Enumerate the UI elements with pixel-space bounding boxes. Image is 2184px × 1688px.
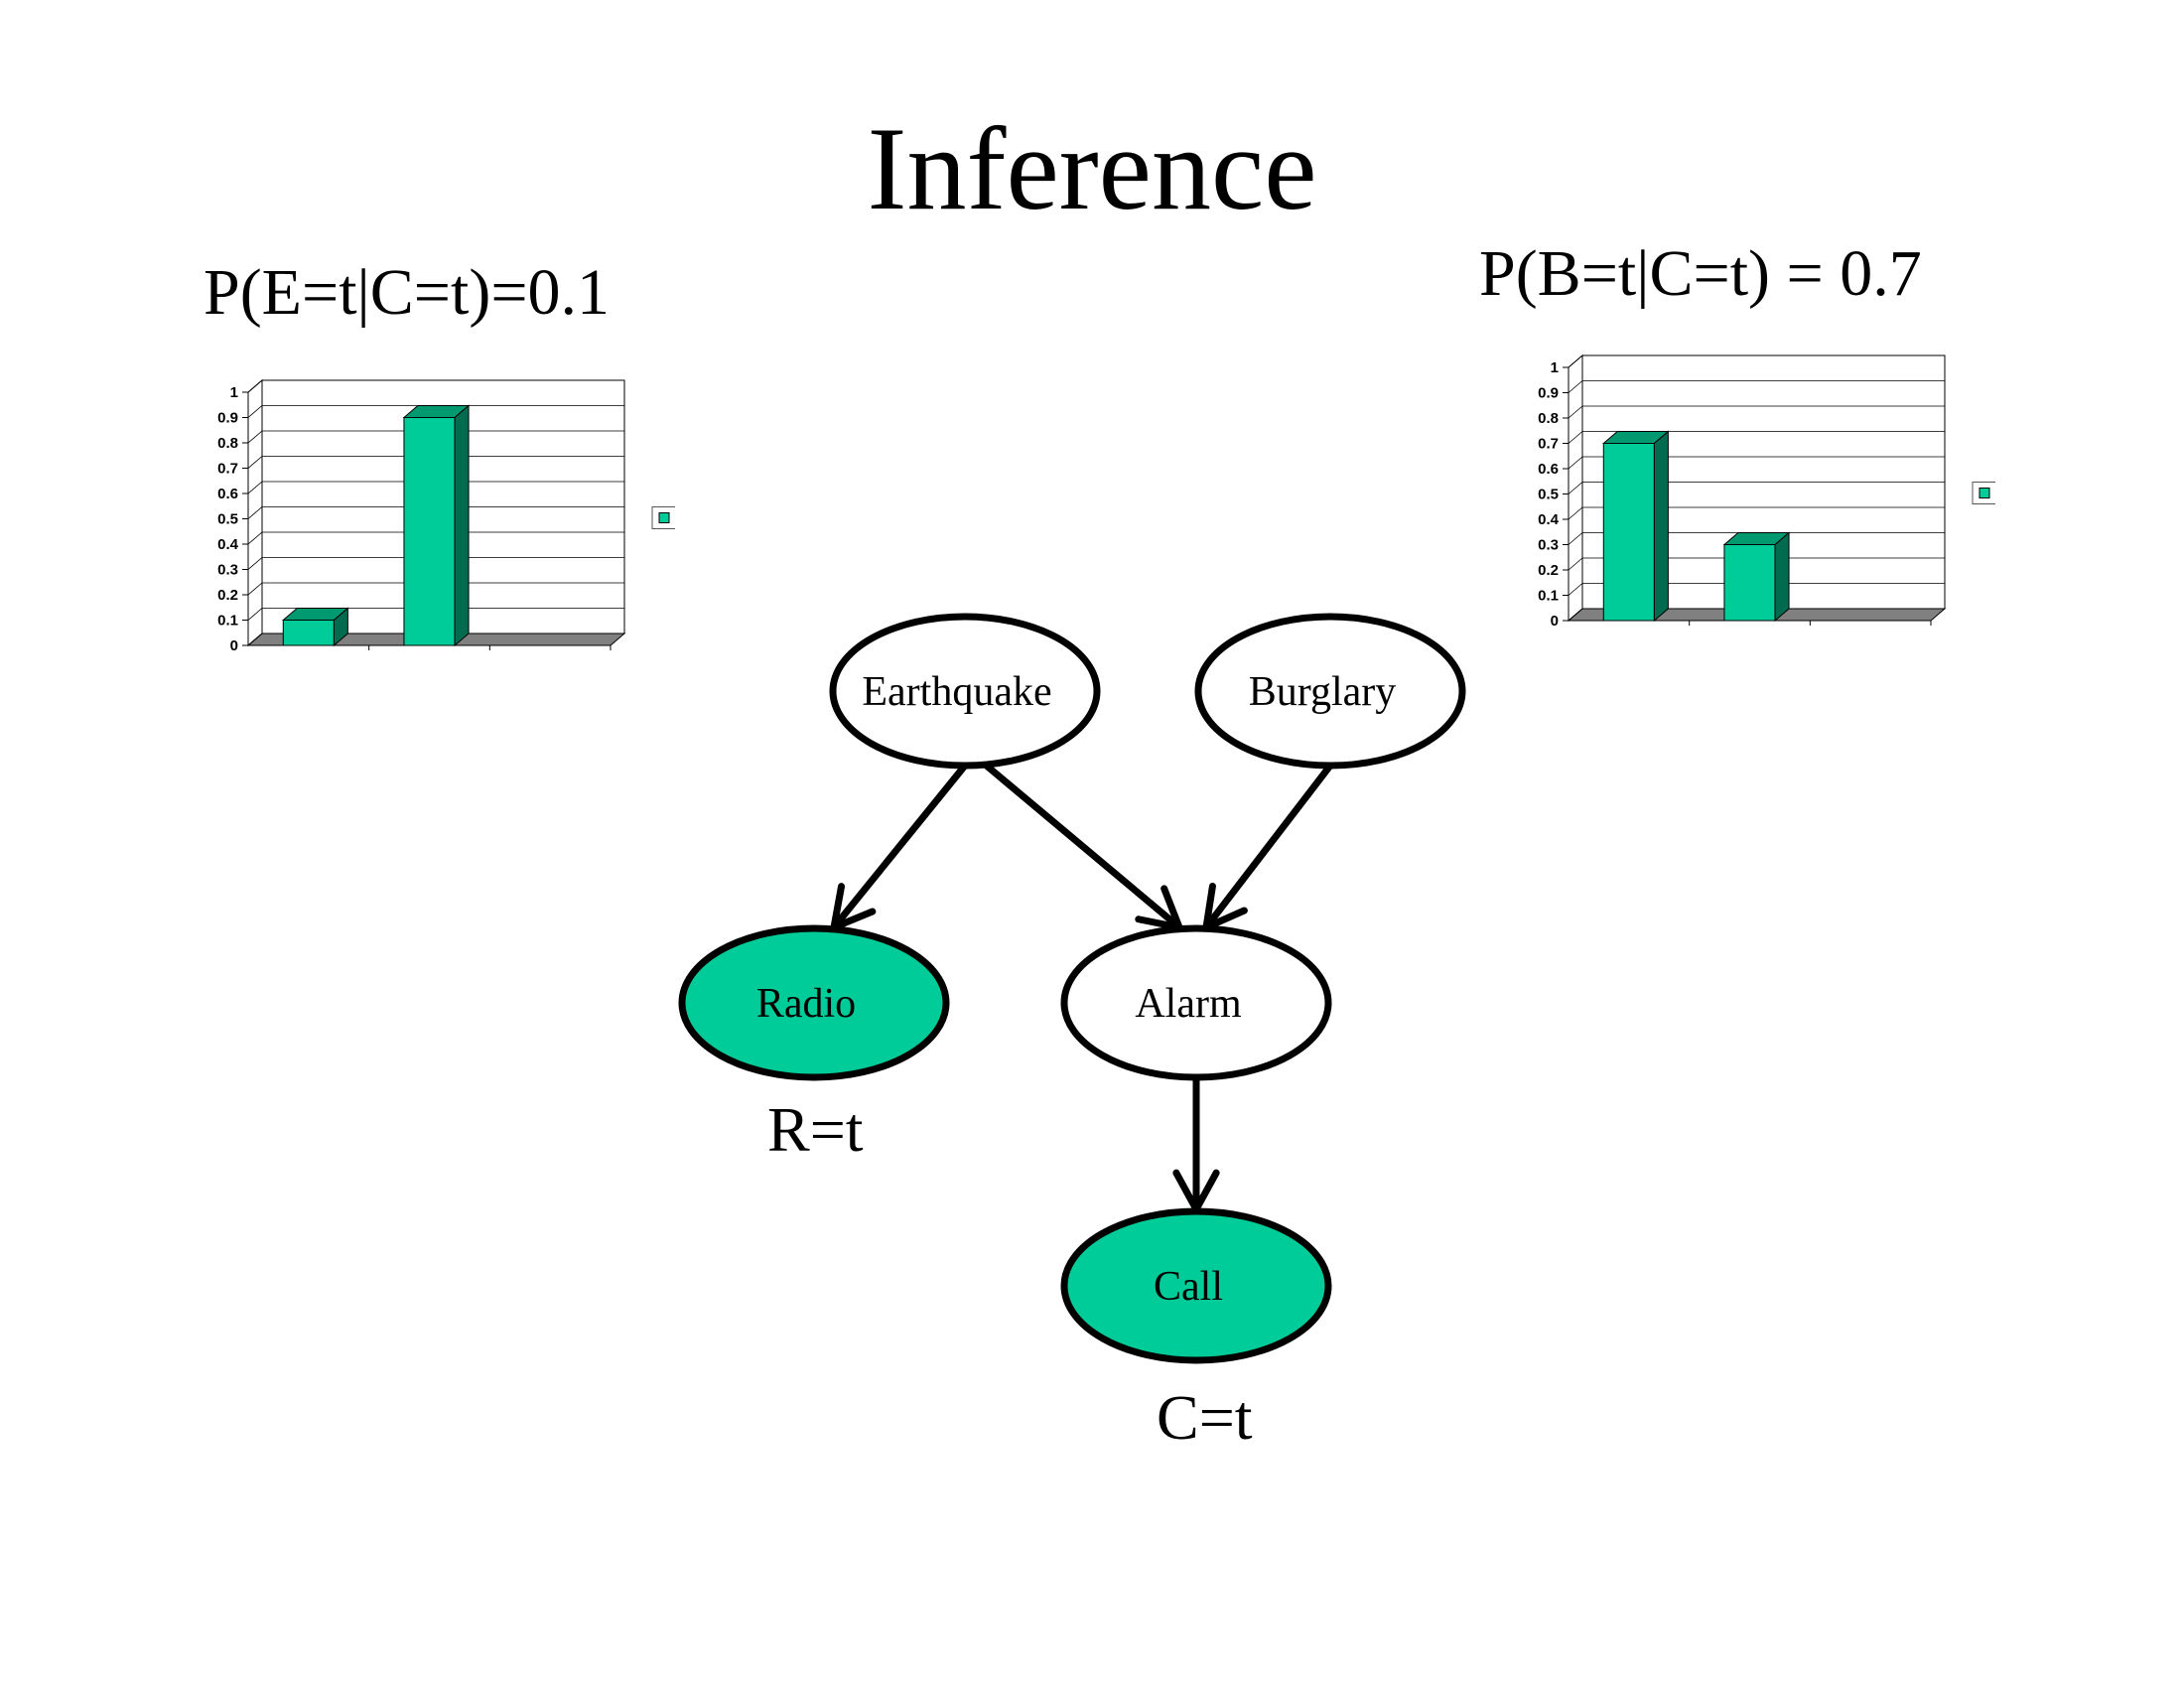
left-chart-gridline xyxy=(247,557,624,570)
burglary-probability-label: P(B=t|C=t) = 0.7 xyxy=(1479,237,1922,310)
left-chart-gridline xyxy=(247,506,624,519)
right-chart-gridline xyxy=(1568,456,1945,470)
node-label-burglary: Burglary xyxy=(1249,669,1397,715)
node-label-alarm: Alarm xyxy=(1135,981,1242,1027)
right-chart-gridline xyxy=(1568,506,1945,520)
left-chart-gridline xyxy=(247,582,624,596)
right-chart-gridline xyxy=(1568,532,1945,545)
node-alarm xyxy=(1060,924,1332,1081)
left-chart-gridline xyxy=(247,405,624,418)
node-earthquake xyxy=(829,613,1101,770)
right-chart-gridline xyxy=(1568,583,1945,596)
left-chart-gridline xyxy=(247,608,624,621)
left-chart-bar-side xyxy=(333,607,348,647)
node-label-call: Call xyxy=(1154,1264,1223,1310)
call-evidence-label: C=t xyxy=(1157,1382,1253,1453)
right-chart-tick-label: 0.1 xyxy=(1538,588,1559,605)
right-chart-legend-swatch xyxy=(1979,488,1990,498)
earthquake-probability-label: P(E=t|C=t)=0.1 xyxy=(204,256,611,329)
left-chart-tick-label: 1 xyxy=(230,384,238,401)
right-chart-tick-label: 0.4 xyxy=(1538,511,1560,528)
right-chart-gridline xyxy=(1568,380,1945,393)
right-chart-tick-label: 0.3 xyxy=(1538,537,1559,554)
right-chart-tick-label: 0.6 xyxy=(1538,461,1559,478)
left-chart-tick-label: 0.6 xyxy=(217,486,238,502)
left-chart-tick-label: 0.3 xyxy=(217,562,238,579)
earthquake-posterior-chart: 0 0.1 0.2 0.3 0.4 0.5 0.6 0.7 0.8 0.9 1 xyxy=(217,378,675,654)
right-chart-bar-side xyxy=(1774,531,1790,623)
left-chart-gridline xyxy=(247,379,624,393)
node-radio xyxy=(678,924,950,1081)
slide-title: Inference xyxy=(867,102,1317,234)
left-chart-tick-label: 0.7 xyxy=(217,461,238,478)
edge-burglary-alarm xyxy=(1202,762,1334,931)
left-chart-tick-label: 0.4 xyxy=(217,536,239,553)
left-chart-gridline xyxy=(247,430,624,444)
right-chart-gridline xyxy=(1568,354,1945,368)
right-chart-bar-front xyxy=(1602,443,1655,622)
left-chart-tick-label: 0.5 xyxy=(217,511,238,528)
burglary-posterior-chart: 0 0.1 0.2 0.3 0.4 0.5 0.6 0.7 0.8 0.9 1 xyxy=(1538,353,1995,630)
node-label-radio: Radio xyxy=(756,981,856,1027)
right-chart-tick-label: 0.7 xyxy=(1538,436,1559,453)
left-chart-gridline xyxy=(247,456,624,469)
left-chart-gridline xyxy=(247,481,624,494)
left-chart-tick-label: 0.8 xyxy=(217,435,238,452)
edge-earthquake-radio xyxy=(830,762,969,931)
left-chart-bar-side xyxy=(454,404,470,647)
left-chart-tick-label: 0.2 xyxy=(217,587,238,604)
left-chart-tick-label: 0 xyxy=(230,637,238,654)
right-chart-tick-label: 0.8 xyxy=(1538,410,1559,427)
left-chart-gridline xyxy=(247,531,624,545)
node-call xyxy=(1060,1207,1332,1364)
right-chart-tick-label: 0 xyxy=(1551,613,1559,630)
right-chart-tick-label: 0.5 xyxy=(1538,487,1559,503)
left-chart-tick-label: 0.9 xyxy=(217,410,238,427)
edge-earthquake-alarm xyxy=(979,759,1183,931)
right-chart-gridline xyxy=(1568,405,1945,419)
right-chart-tick-label: 0.2 xyxy=(1538,562,1559,579)
node-label-earthquake: Earthquake xyxy=(862,669,1051,715)
node-burglary xyxy=(1194,613,1466,770)
right-chart-tick-label: 1 xyxy=(1551,359,1559,376)
left-chart-tick-label: 0.1 xyxy=(217,613,238,630)
right-chart-tick-label: 0.9 xyxy=(1538,385,1559,402)
right-chart-gridline xyxy=(1568,557,1945,571)
right-chart-gridline xyxy=(1568,482,1945,494)
right-chart-gridline xyxy=(1568,431,1945,444)
right-chart-bar-front xyxy=(1723,544,1776,622)
radio-evidence-label: R=t xyxy=(767,1094,864,1165)
left-chart-legend-swatch xyxy=(658,512,670,523)
right-chart-bar-side xyxy=(1653,430,1669,623)
